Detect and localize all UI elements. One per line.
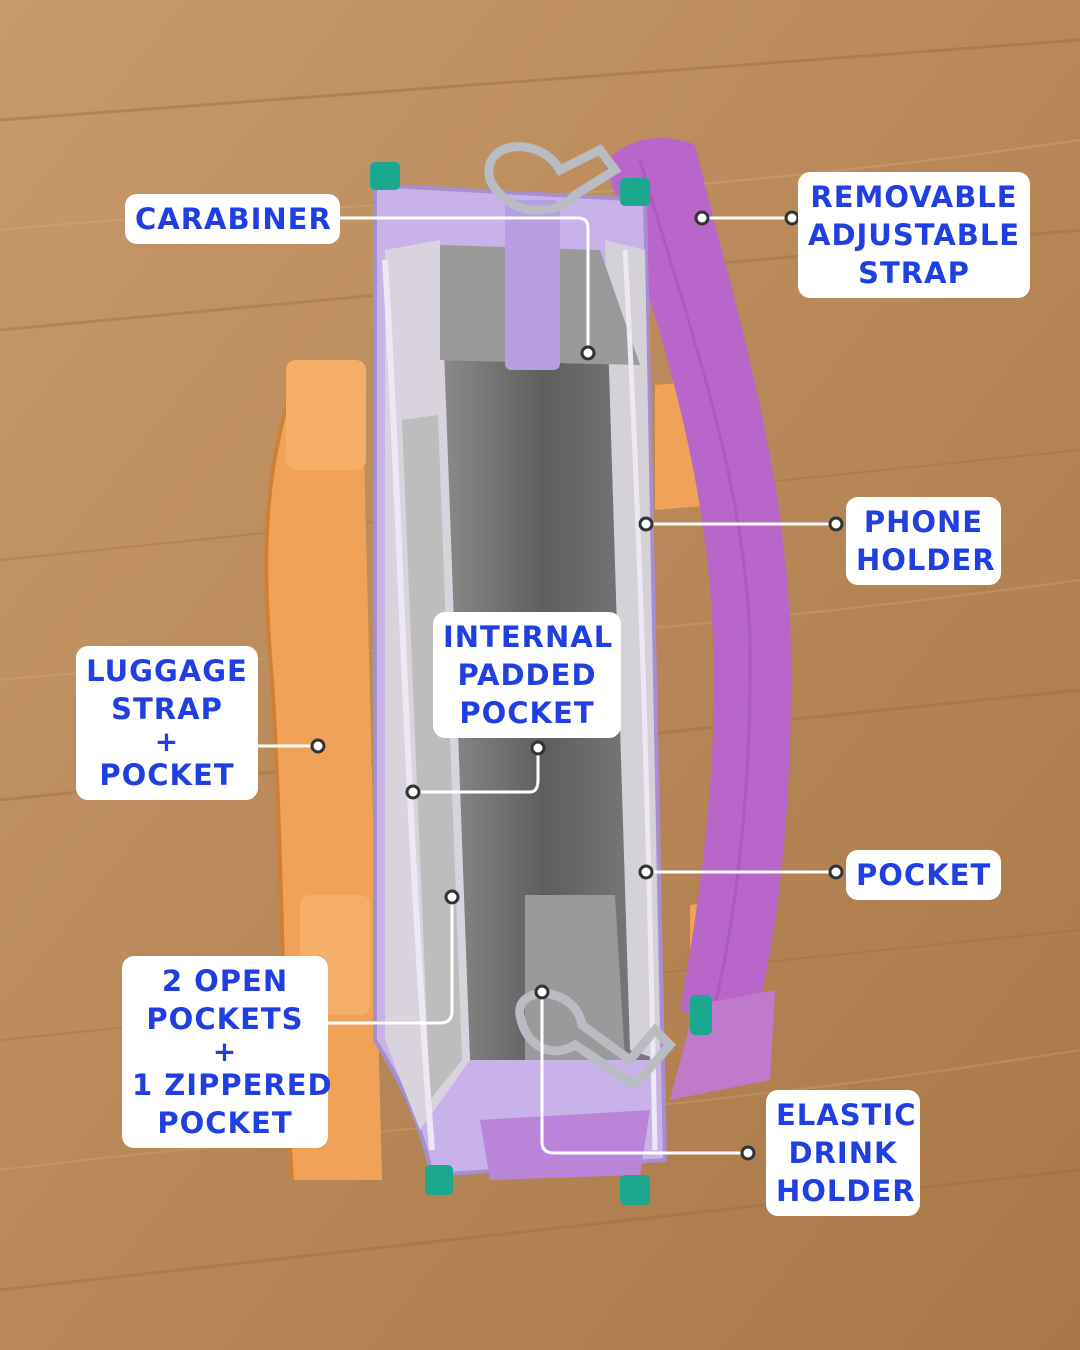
padded-pocket-dot bbox=[405, 784, 421, 800]
drink-holder-callout-line bbox=[540, 992, 748, 1155]
phone-holder-dot bbox=[638, 516, 654, 532]
carabiner-metal bbox=[484, 142, 677, 1091]
drink-holder-dot bbox=[534, 984, 550, 1000]
pocket-label-dot bbox=[828, 864, 844, 880]
luggage-strap-end-dot bbox=[310, 738, 326, 754]
strap-label-dot bbox=[784, 210, 800, 226]
open-pockets-dot bbox=[444, 889, 460, 905]
phone-holder-label-dot bbox=[828, 516, 844, 532]
bag-body bbox=[373, 182, 668, 1180]
label-carabiner: CARABINER bbox=[125, 194, 340, 244]
label-internal-padded-pocket: INTERNAL PADDED POCKET bbox=[433, 612, 621, 738]
callout-lines bbox=[240, 216, 836, 1155]
label-removable-strap: REMOVABLE ADJUSTABLE STRAP bbox=[798, 172, 1030, 298]
label-elastic-drink-holder: ELASTIC DRINK HOLDER bbox=[766, 1090, 920, 1216]
strap-dot bbox=[694, 210, 710, 226]
label-luggage-strap: LUGGAGE STRAP + POCKET bbox=[76, 646, 258, 800]
label-phone-holder: PHONE HOLDER bbox=[846, 497, 1001, 585]
padded-pocket-callout-line bbox=[413, 748, 540, 794]
drink-holder-label-dot bbox=[740, 1145, 756, 1161]
padded-pocket-label-dot bbox=[530, 740, 546, 756]
pocket-dot bbox=[638, 864, 654, 880]
carabiner-callout-line bbox=[340, 216, 590, 352]
label-pocket: POCKET bbox=[846, 850, 1001, 900]
carabiner-dot bbox=[580, 345, 596, 361]
label-open-pockets: 2 OPEN POCKETS + 1 ZIPPERED POCKET bbox=[122, 956, 332, 1148]
open-pockets-callout-line bbox=[310, 898, 454, 1025]
teal-corners bbox=[370, 162, 712, 1205]
